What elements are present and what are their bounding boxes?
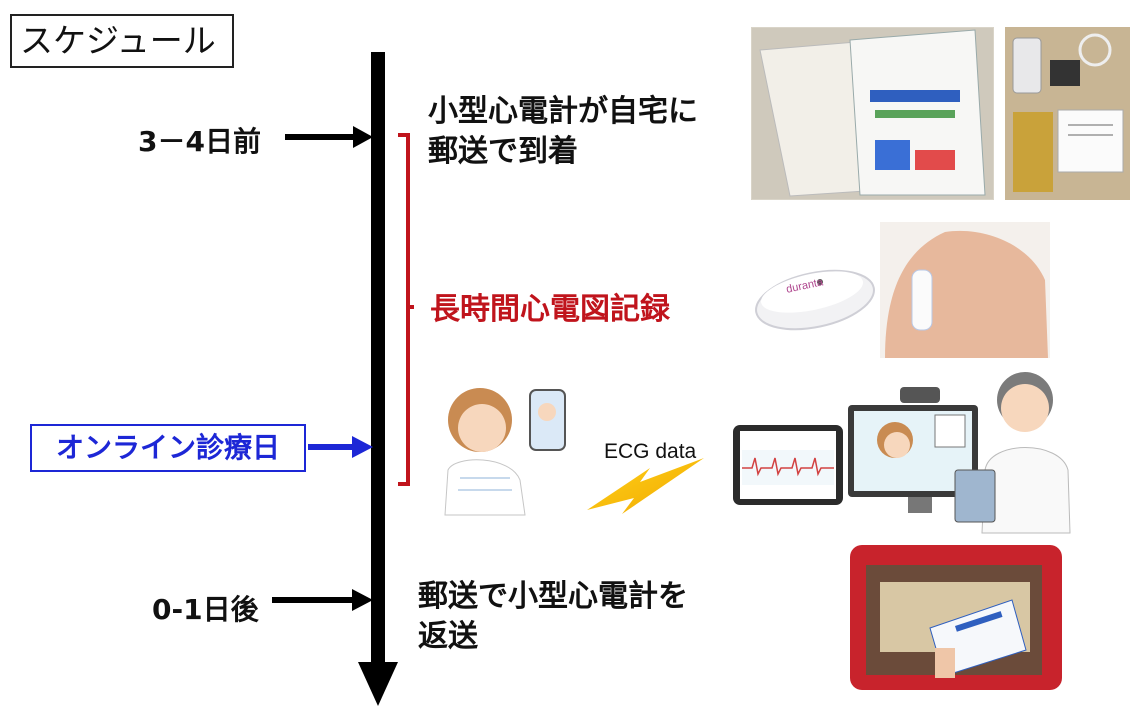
arrow-0-1-days [272, 589, 373, 611]
step-arrival-line2: 郵送で到着 [428, 134, 578, 169]
label-3-4-days-before: 3－4日前 [138, 125, 261, 158]
tablet-ecg-illustration [733, 425, 843, 505]
doctor-video-call-illustration [846, 363, 1078, 534]
step-return-line2: 返送 [418, 619, 478, 654]
step-return-line1: 郵送で小型心電計を [418, 579, 688, 614]
schedule-title: スケジュール [10, 14, 234, 68]
recording-bracket [398, 133, 410, 486]
label-0-1-days-after: 0-1日後 [152, 593, 259, 626]
step-arrival-line1: 小型心電計が自宅に [428, 94, 698, 129]
ecg-transfer-bolt [587, 458, 704, 514]
ecg-patch-device-photo [749, 258, 879, 346]
label-online-consultation-day: オンライン診療日 [30, 424, 306, 472]
step-return-text: 郵送で小型心電計を 返送 [418, 577, 688, 657]
device-kit-photo [1005, 27, 1130, 200]
postbox-photo [846, 538, 1068, 690]
arrow-online-day [308, 436, 373, 458]
timeline-arrow [358, 52, 398, 706]
ecg-data-label: ECG data [604, 440, 697, 463]
patient-smartphone-illustration [432, 370, 572, 520]
step-recording-text: 長時間心電図記録 [430, 292, 670, 327]
step-arrival-text: 小型心電計が自宅に 郵送で到着 [428, 92, 698, 172]
patch-on-chest-photo [880, 222, 1050, 358]
package-box-photo [751, 27, 994, 200]
arrow-3-4-days [285, 126, 373, 148]
